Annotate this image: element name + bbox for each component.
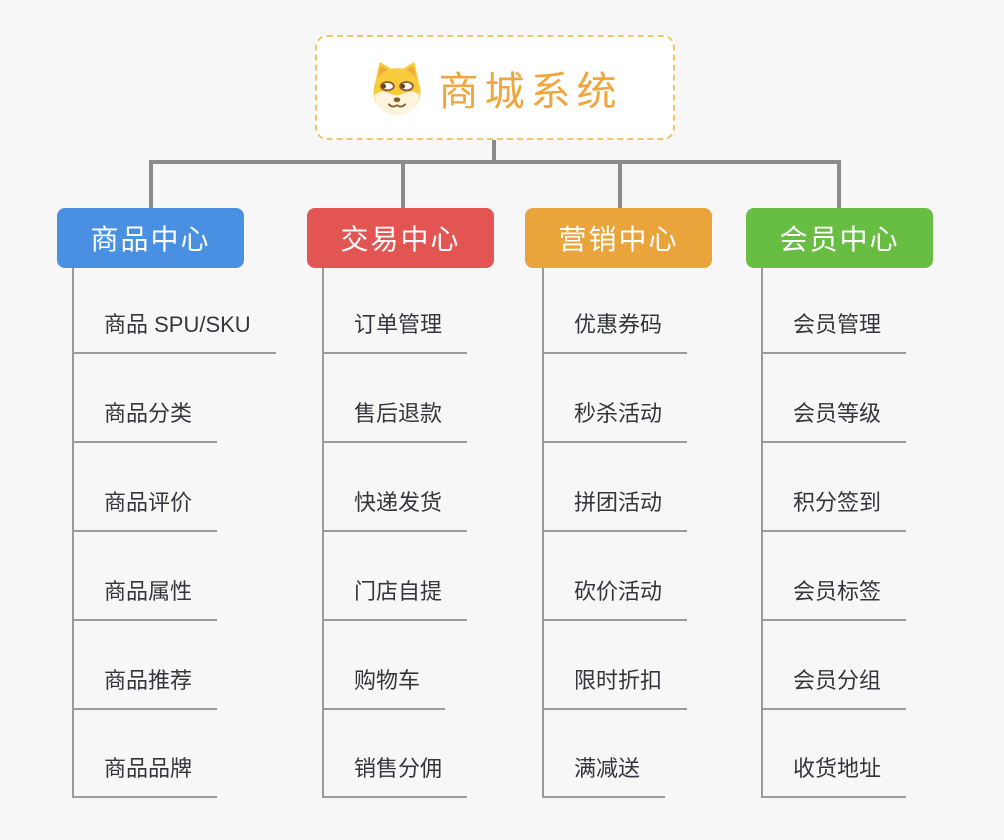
leaf-node[interactable]: 快递发货: [322, 486, 468, 532]
leaf-node[interactable]: 优惠券码: [542, 308, 688, 354]
leaf-node[interactable]: 会员管理: [761, 308, 907, 354]
connector-rail: [149, 160, 841, 164]
leaf-node[interactable]: 购物车: [322, 664, 446, 710]
branch-spine: [322, 268, 324, 798]
branch-spine: [72, 268, 74, 798]
leaf-node[interactable]: 秒杀活动: [542, 397, 688, 443]
leaf-node[interactable]: 商品分类: [72, 397, 218, 443]
leaf-node[interactable]: 商品推荐: [72, 664, 218, 710]
leaf-node[interactable]: 商品 SPU/SKU: [72, 308, 276, 354]
root-node[interactable]: 商城系统: [315, 35, 675, 140]
connector-branch-drop: [837, 160, 841, 208]
branch-spine: [761, 268, 763, 798]
leaf-node[interactable]: 销售分佣: [322, 752, 468, 798]
connector-branch-drop: [618, 160, 622, 208]
leaf-node[interactable]: 商品品牌: [72, 752, 218, 798]
branch-label: 商品中心: [90, 224, 211, 255]
branch-spine: [542, 268, 544, 798]
leaf-node[interactable]: 商品评价: [72, 486, 218, 532]
branch-marketing-center[interactable]: 营销中心: [525, 208, 712, 268]
branch-label: 交易中心: [340, 224, 461, 255]
connector-branch-drop: [149, 160, 153, 208]
connector-branch-drop: [401, 160, 405, 208]
leaf-node[interactable]: 积分签到: [761, 486, 907, 532]
leaf-node[interactable]: 收货地址: [761, 752, 907, 798]
leaf-node[interactable]: 订单管理: [322, 308, 468, 354]
leaf-node[interactable]: 会员等级: [761, 397, 907, 443]
branch-product-center[interactable]: 商品中心: [57, 208, 244, 268]
leaf-node[interactable]: 售后退款: [322, 397, 468, 443]
connector-root-drop: [492, 140, 496, 164]
leaf-node[interactable]: 会员分组: [761, 664, 907, 710]
leaf-node[interactable]: 砍价活动: [542, 575, 688, 621]
leaf-node[interactable]: 满减送: [542, 752, 666, 798]
root-title: 商城系统: [438, 69, 623, 114]
branch-label: 营销中心: [558, 224, 679, 255]
leaf-node[interactable]: 门店自提: [322, 575, 468, 621]
branch-trade-center[interactable]: 交易中心: [307, 208, 494, 268]
leaf-node[interactable]: 限时折扣: [542, 664, 688, 710]
leaf-node[interactable]: 拼团活动: [542, 486, 688, 532]
doge-face-icon: [368, 59, 426, 117]
leaf-node[interactable]: 会员标签: [761, 575, 907, 621]
branch-label: 会员中心: [779, 224, 900, 255]
leaf-node[interactable]: 商品属性: [72, 575, 218, 621]
branch-member-center[interactable]: 会员中心: [746, 208, 933, 268]
